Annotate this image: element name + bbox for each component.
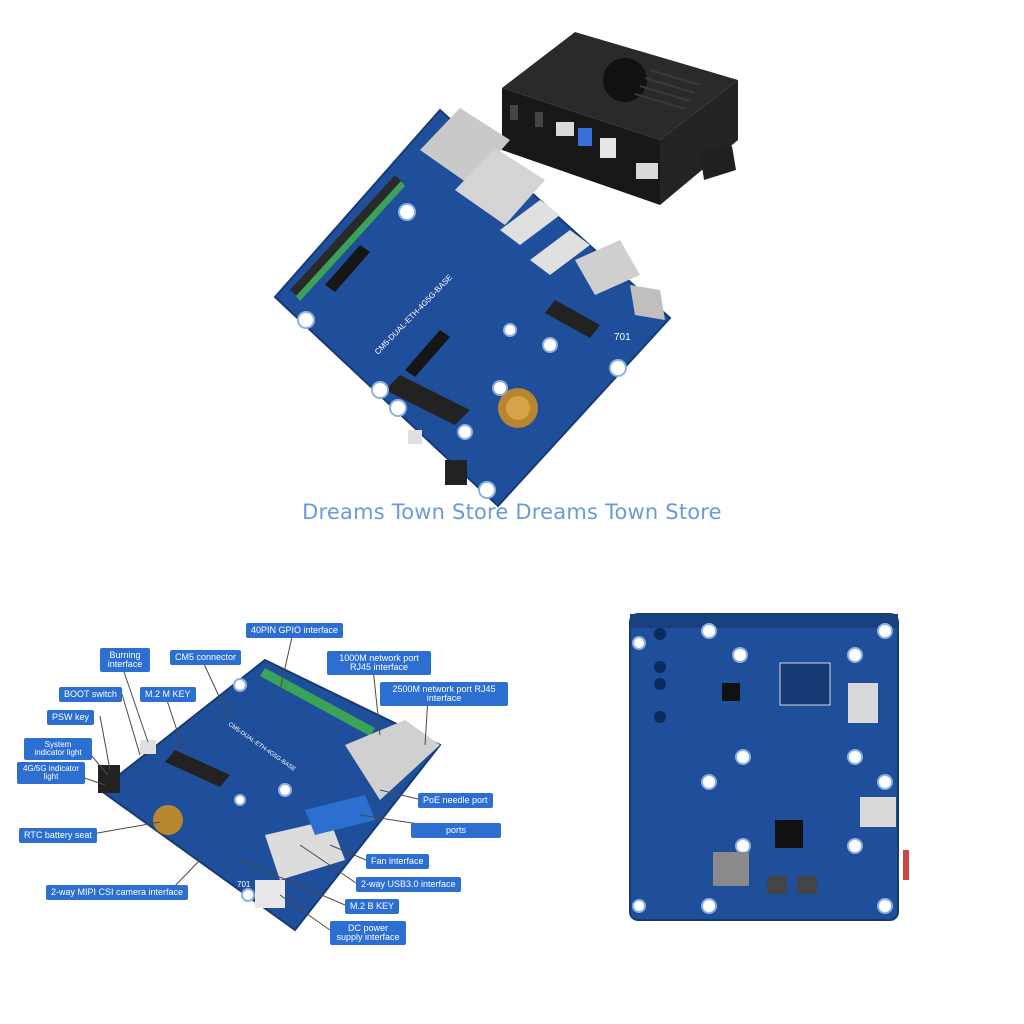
gpio-header bbox=[290, 175, 405, 301]
callout-psw: PSW key bbox=[47, 710, 95, 725]
callout-dc: DC power supply interface bbox=[330, 921, 406, 945]
callout-csi: 2-way MIPI CSI camera interface bbox=[46, 885, 189, 900]
callout-4g5g-led: 4G/5G indicator light bbox=[17, 762, 85, 784]
callout-boot: BOOT switch bbox=[59, 687, 122, 702]
callout-poe: PoE needle port bbox=[418, 793, 493, 808]
callout-net2500: 2500M network port RJ45 interface bbox=[380, 682, 508, 706]
metal-enclosure bbox=[502, 32, 738, 205]
callout-ports: ports bbox=[411, 823, 501, 838]
board-number: 701 bbox=[614, 332, 631, 343]
board-number-small: 701 bbox=[237, 880, 251, 889]
store-watermark: Dreams Town Store Dreams Town Store bbox=[302, 500, 722, 524]
callout-usb3: 2-way USB3.0 interface bbox=[356, 877, 461, 892]
callout-burning: Burning interface bbox=[100, 648, 150, 672]
callout-gpio: 40PIN GPIO interface bbox=[246, 623, 344, 638]
callout-m2b: M.2 B KEY bbox=[345, 899, 400, 914]
callout-rtc: RTC battery seat bbox=[19, 828, 97, 843]
carrier-board-annotated: CM5-DUAL-ETH-4G5G-BASE 701 bbox=[98, 658, 442, 932]
callout-fan: Fan interface bbox=[366, 854, 429, 869]
callout-sysled: System indicator light bbox=[24, 738, 92, 760]
callout-net1000: 1000M network port RJ45 interface bbox=[327, 651, 431, 675]
carrier-board-top-view: CM5-DUAL-ETH-4G5G-BASE 701 bbox=[273, 108, 672, 508]
carrier-board-underside bbox=[629, 613, 909, 921]
callout-cm5: CM5 connector bbox=[170, 650, 242, 665]
callout-m2m: M.2 M KEY bbox=[140, 687, 196, 702]
